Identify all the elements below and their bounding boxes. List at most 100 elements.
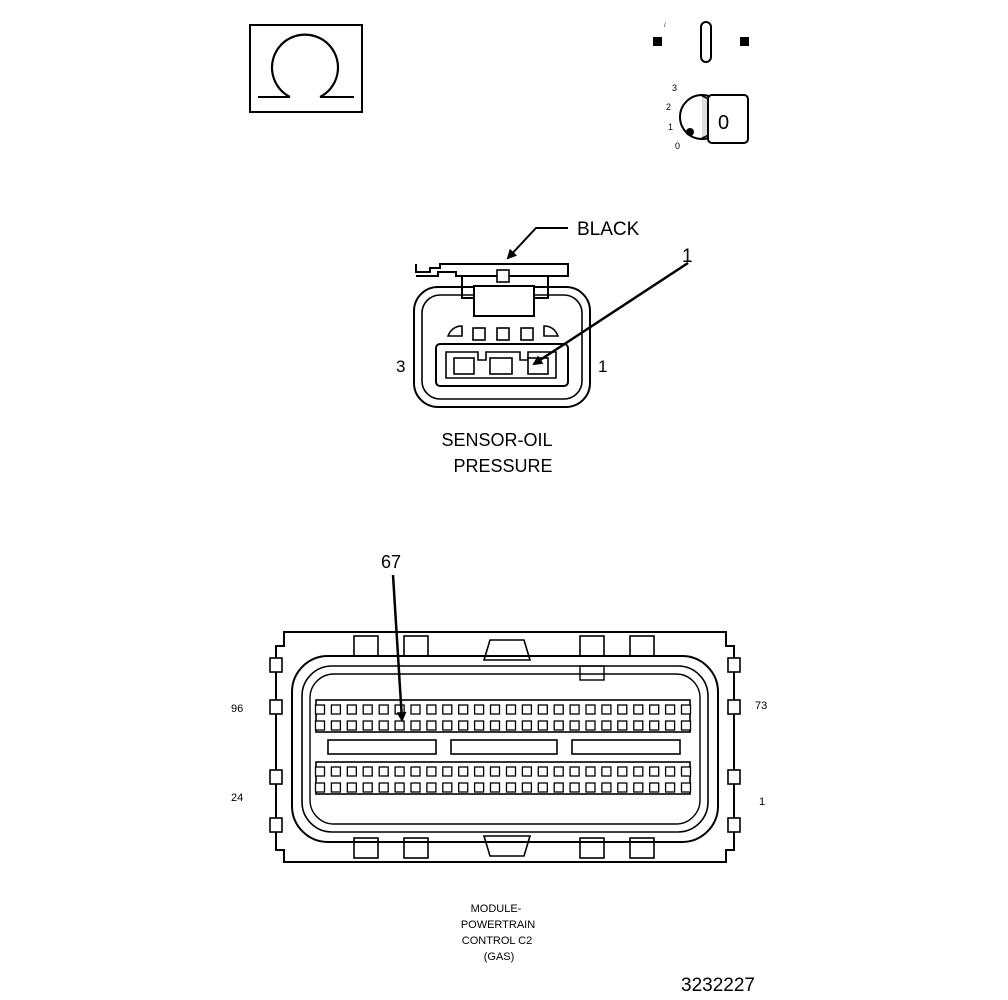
- pin-cavity: [330, 720, 342, 731]
- pin-cavity: [633, 766, 644, 777]
- pin-cavity: [537, 782, 548, 793]
- pin-cavity: [473, 782, 485, 793]
- pin-cavity: [617, 704, 628, 715]
- pin-cavity: [362, 704, 373, 715]
- pin-cavity: [426, 766, 437, 777]
- key-position-1: 1: [668, 122, 673, 132]
- sensor-pin-callout: 1: [532, 246, 693, 366]
- figure-number: 3232227: [681, 975, 755, 996]
- pin-cavity: [378, 782, 389, 793]
- pcm-bottom-right-label: 1: [759, 796, 765, 808]
- pin-cavity: [553, 720, 564, 731]
- unplug-icon: /: [653, 21, 749, 63]
- key-label: 0: [718, 112, 729, 134]
- pin-cavity: [553, 704, 564, 715]
- pin-cavity: [664, 782, 676, 793]
- key-position-2: 2: [666, 102, 671, 112]
- pcm-pin-callout: 67: [381, 552, 407, 722]
- pin-cavity: [505, 704, 517, 715]
- pin-cavity: [664, 720, 676, 731]
- pcm-title-line2: POWERTRAIN: [461, 919, 535, 931]
- pin-cavity: [442, 720, 453, 731]
- pin-cavity: [585, 720, 596, 731]
- pin-cavity: [362, 766, 373, 777]
- pin-cavity: [458, 704, 469, 715]
- pin-cavity: [314, 720, 326, 731]
- pcm-pin-grid: [314, 704, 692, 793]
- pin-cavity: [553, 766, 564, 777]
- pin-cavity: [330, 782, 342, 793]
- pcm-connector-face: [269, 631, 741, 863]
- sensor-color-label: BLACK: [577, 219, 640, 240]
- pcm-pin-callout-label: 67: [381, 552, 401, 572]
- pin-cavity: [346, 720, 357, 731]
- pin-cavity: [505, 720, 517, 731]
- ignition-key-icon: 3 2 1 0 0: [666, 83, 749, 151]
- pin-cavity: [680, 704, 692, 715]
- pin-cavity: [442, 704, 453, 715]
- sensor-pin-left-label: 3: [396, 357, 405, 376]
- pin-cavity: [585, 766, 596, 777]
- pin-cavity: [601, 704, 612, 715]
- pin-cavity: [394, 720, 405, 731]
- svg-text:/: /: [664, 23, 666, 29]
- pin-cavity: [473, 766, 485, 777]
- pin-cavity: [537, 720, 548, 731]
- sensor-color-callout: BLACK: [506, 219, 640, 260]
- pin-cavity: [521, 704, 533, 715]
- pin-cavity: [680, 766, 692, 777]
- pin-cavity: [410, 766, 421, 777]
- pin-cavity: [521, 782, 533, 793]
- pin-cavity: [410, 720, 421, 731]
- pin-cavity: [362, 720, 373, 731]
- pin-cavity: [649, 766, 660, 777]
- pin-cavity: [633, 704, 644, 715]
- pin-cavity: [378, 720, 389, 731]
- pin-cavity: [362, 782, 373, 793]
- pin-cavity: [314, 704, 326, 715]
- pin-cavity: [521, 720, 533, 731]
- pin-cavity: [378, 766, 389, 777]
- pin-cavity: [569, 766, 580, 777]
- pin-cavity: [458, 782, 469, 793]
- pcm-top-right-label: 73: [755, 700, 767, 712]
- pin-cavity: [330, 704, 342, 715]
- pin-cavity: [458, 766, 469, 777]
- pcm-title-line3: CONTROL C2: [462, 935, 533, 947]
- pin-cavity: [601, 782, 612, 793]
- pin-cavity: [442, 782, 453, 793]
- pin-cavity: [346, 766, 357, 777]
- sensor-title-line1: SENSOR-OIL: [441, 430, 552, 450]
- pin-cavity: [458, 720, 469, 731]
- pcm-title-line4: (GAS): [484, 951, 515, 963]
- pin-cavity: [410, 782, 421, 793]
- pin-cavity: [346, 782, 357, 793]
- pin-cavity: [664, 704, 676, 715]
- pin-cavity: [489, 766, 501, 777]
- sensor-pin-right-label: 1: [598, 357, 607, 376]
- pin-cavity: [314, 782, 326, 793]
- sensor-connector-face: [413, 263, 591, 408]
- pin-cavity: [521, 766, 533, 777]
- pin-cavity: [649, 720, 660, 731]
- pin-cavity: [617, 782, 628, 793]
- pcm-bottom-left-label: 24: [231, 792, 243, 804]
- ohm-icon: [249, 24, 363, 113]
- pin-cavity: [537, 704, 548, 715]
- pin-cavity: [537, 766, 548, 777]
- pin-cavity: [489, 704, 501, 715]
- pin-cavity: [426, 782, 437, 793]
- pin-cavity: [617, 766, 628, 777]
- pin-cavity: [505, 782, 517, 793]
- sensor-pin-callout-label: 1: [682, 246, 693, 267]
- pin-cavity: [394, 766, 405, 777]
- pin-cavity: [585, 782, 596, 793]
- pin-cavity: [330, 766, 342, 777]
- pin-cavity: [346, 704, 357, 715]
- pin-cavity: [426, 704, 437, 715]
- pin-cavity: [633, 720, 644, 731]
- pcm-title-line1: MODULE-: [471, 903, 522, 915]
- pin-cavity: [314, 766, 326, 777]
- pin-cavity: [426, 720, 437, 731]
